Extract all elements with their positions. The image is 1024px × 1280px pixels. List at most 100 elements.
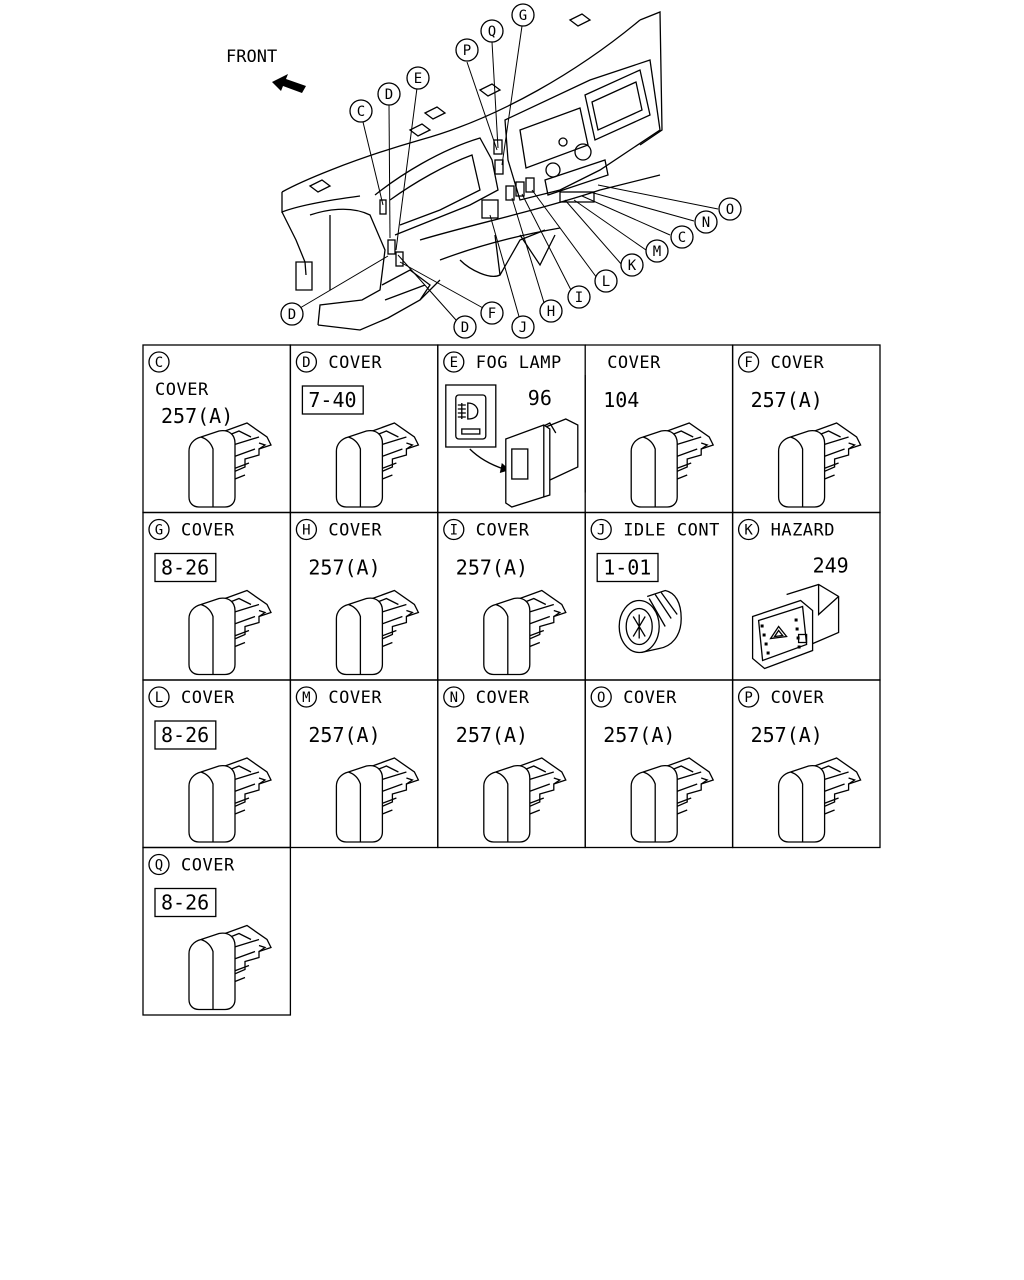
callout-d2: D (453, 315, 477, 339)
cell-letter: L (155, 690, 163, 706)
callout-k: K (620, 253, 644, 277)
callout-c2: C (670, 225, 694, 249)
cover-cap-icon (335, 422, 420, 508)
part-number: 8-26 (161, 723, 209, 747)
cover-cap-icon (335, 757, 420, 843)
svg-text:M: M (653, 244, 661, 260)
cover-cap-icon (777, 757, 862, 843)
svg-text:Q: Q (488, 24, 496, 40)
cell-letter: I (450, 523, 458, 539)
part-number: 96 (528, 386, 552, 410)
cell-letter-circle: H (295, 518, 318, 541)
cover-cap-icon (188, 422, 272, 508)
idle-control-knob-icon (618, 589, 682, 654)
cover-cap-icon (188, 924, 272, 1011)
callout-m: M (645, 239, 669, 263)
cell-letter-circle: M (295, 686, 318, 708)
part-number: 8-26 (161, 891, 209, 915)
cell-letter-circle: O (590, 686, 612, 708)
cell-title: COVER (623, 688, 677, 708)
cell-letter-circle: Q (148, 853, 170, 876)
cell-title: COVER (771, 688, 825, 708)
svg-text:K: K (628, 258, 637, 274)
svg-text:P: P (463, 43, 471, 59)
cell-letter-circle: F (737, 351, 760, 373)
svg-text:E: E (414, 71, 422, 87)
svg-text:C: C (357, 104, 365, 120)
svg-text:H: H (547, 304, 555, 320)
cover-cap-icon (188, 757, 272, 843)
cell-letter: K (744, 523, 753, 539)
cell-title: COVER (328, 688, 382, 708)
cell-letter: D (302, 355, 310, 371)
part-cell: D COVER 7-40 (289, 344, 439, 514)
cell-letter-circle: P (737, 686, 760, 708)
cell-letter-circle: N (443, 686, 465, 708)
svg-text:F: F (488, 306, 496, 322)
cover-cap-icon (483, 589, 567, 676)
front-arrow-icon (272, 74, 306, 93)
callout-e: E (406, 66, 430, 90)
svg-text:L: L (602, 274, 610, 290)
part-number-box (301, 385, 364, 415)
cell-letter-circle: G (148, 518, 170, 541)
part-number-box (154, 720, 217, 750)
cover-cap-icon (630, 757, 715, 843)
part-number: 7-40 (308, 388, 356, 412)
part-cell: COVER 104 (584, 344, 734, 514)
cell-letter-circle: K (737, 518, 760, 541)
svg-text:I: I (575, 290, 583, 306)
cell-letter-circle: D (295, 351, 318, 373)
cell-letter-circle: I (443, 518, 465, 541)
callout-c: C (349, 99, 373, 123)
part-number-box (596, 552, 659, 583)
part-number: 257(A) (456, 556, 528, 580)
cell-title: COVER (181, 688, 235, 708)
callout-h: H (539, 299, 563, 323)
cell-letter-circle: E (443, 351, 465, 373)
cell-title: COVER (181, 521, 235, 541)
cell-letter: O (597, 690, 605, 706)
part-number: 104 (603, 388, 639, 412)
svg-text:N: N (702, 215, 710, 231)
part-cell: O COVER 257(A) (584, 679, 734, 849)
cell-title: COVER (328, 521, 382, 541)
svg-text:J: J (519, 320, 527, 336)
callout-g: G (511, 3, 535, 27)
callout-q: Q (480, 19, 504, 43)
cell-letter: G (155, 523, 163, 539)
cover-cap-icon (777, 422, 862, 508)
cell-letter: E (450, 355, 458, 371)
cell-title: HAZARD (771, 521, 835, 541)
callout-j: J (511, 315, 535, 339)
callout-d3: D (280, 302, 304, 326)
part-number: 257(A) (161, 404, 233, 428)
cover-cap-icon (483, 757, 567, 843)
svg-text:C: C (678, 230, 686, 246)
cell-letter-circle: L (148, 686, 170, 708)
cell-letter: H (302, 523, 310, 539)
svg-text:D: D (288, 307, 296, 323)
cell-title: IDLE CONT (623, 521, 720, 541)
svg-text:O: O (726, 202, 734, 218)
cell-title: COVER (607, 353, 661, 373)
callout-circles: P Q G C D E O N C M K L I H J F D D (280, 3, 742, 339)
part-number: 257(A) (603, 723, 675, 747)
leader-lines (299, 25, 719, 321)
svg-text:G: G (519, 8, 527, 24)
cell-title: COVER (328, 353, 382, 373)
cell-subtitle: COVER (155, 380, 209, 400)
part-number: 257(A) (751, 723, 823, 747)
callout-n: N (694, 210, 718, 234)
svg-text:D: D (385, 87, 393, 103)
